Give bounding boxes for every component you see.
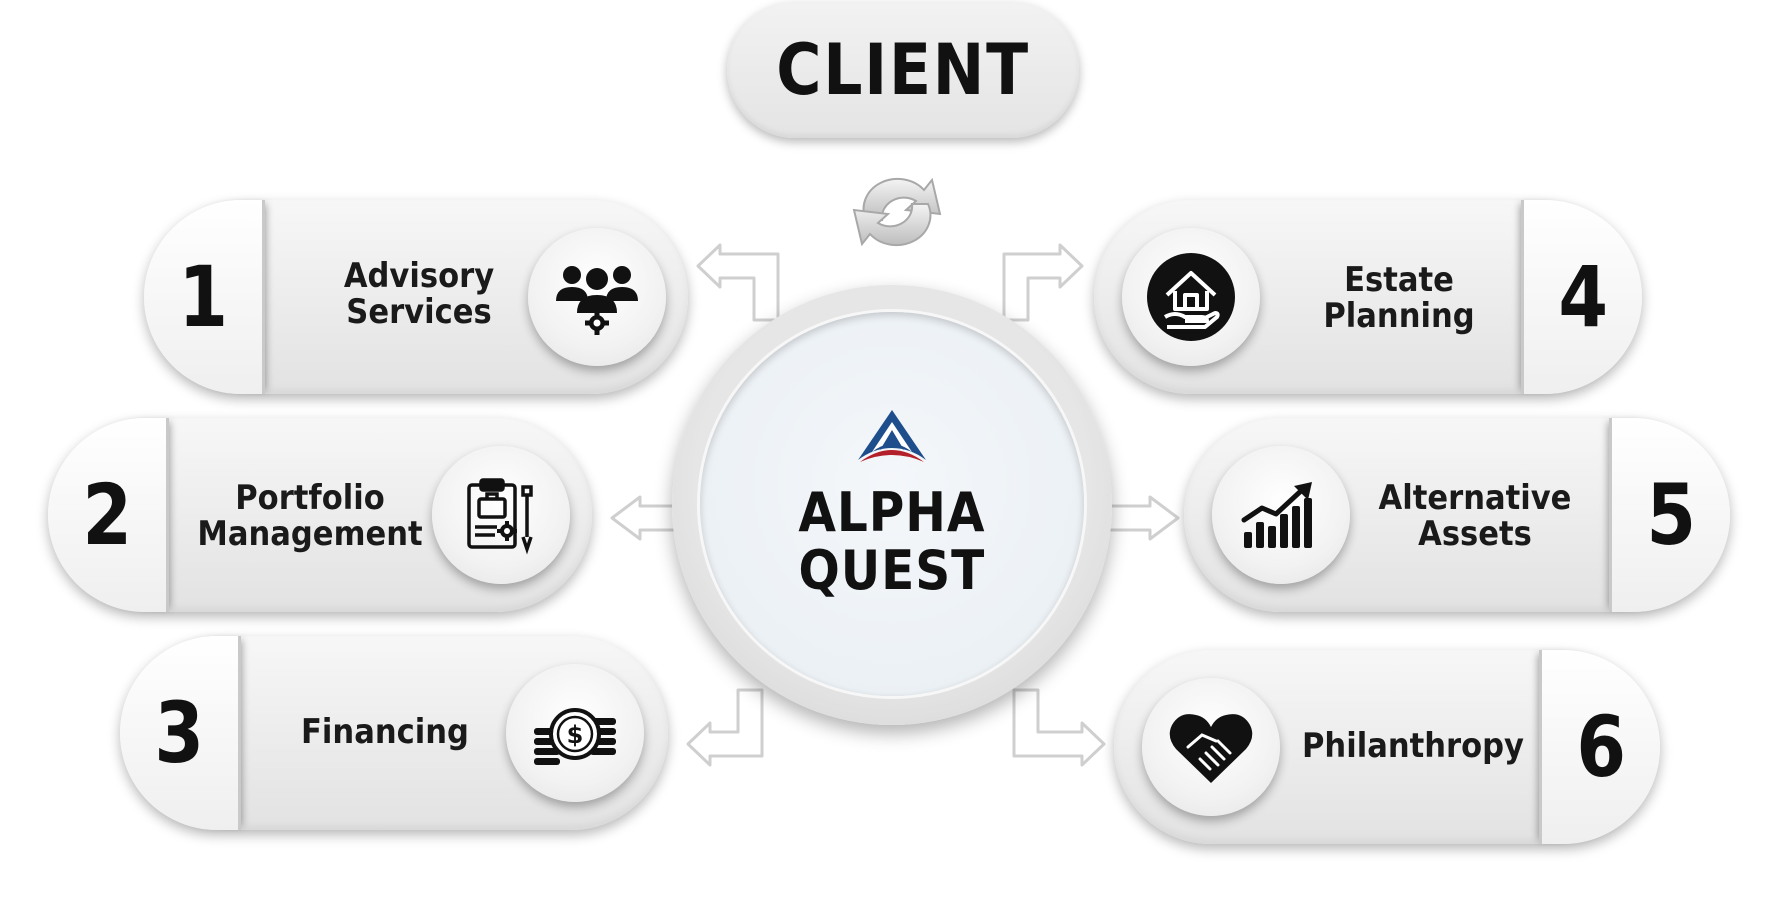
heart-handshake-icon — [1169, 714, 1253, 783]
service-number: 1 — [178, 248, 228, 346]
service-number: 6 — [1576, 698, 1626, 796]
team-gear-icon — [556, 266, 638, 335]
service-number: 3 — [154, 684, 204, 782]
service-label: Philanthropy — [1302, 726, 1525, 766]
refresh-cycle-icon — [852, 177, 942, 247]
service-number: 5 — [1646, 466, 1696, 564]
icon-circle: $ — [506, 664, 644, 802]
service-financing: 3 Financing $ — [120, 636, 668, 830]
alpha-quest-logo-icon — [858, 410, 926, 462]
icon-circle — [1212, 446, 1350, 584]
service-label: Financing — [301, 712, 469, 752]
house-hand-icon — [1147, 253, 1235, 341]
service-number: 4 — [1558, 248, 1608, 346]
icon-circle — [1122, 228, 1260, 366]
icon-circle — [432, 446, 570, 584]
client-label: CLIENT — [776, 29, 1030, 111]
coins-dollar-icon: $ — [534, 708, 616, 765]
growth-chart-icon — [1241, 482, 1312, 548]
clipboard-briefcase-icon — [467, 478, 533, 555]
service-number: 2 — [82, 466, 132, 564]
icon-circle — [1142, 678, 1280, 816]
svg-text:$: $ — [567, 721, 584, 749]
service-philanthropy: 6 Philanthropy — [1114, 650, 1660, 844]
client-pill: CLIENT — [727, 2, 1079, 138]
icon-circle — [528, 228, 666, 366]
